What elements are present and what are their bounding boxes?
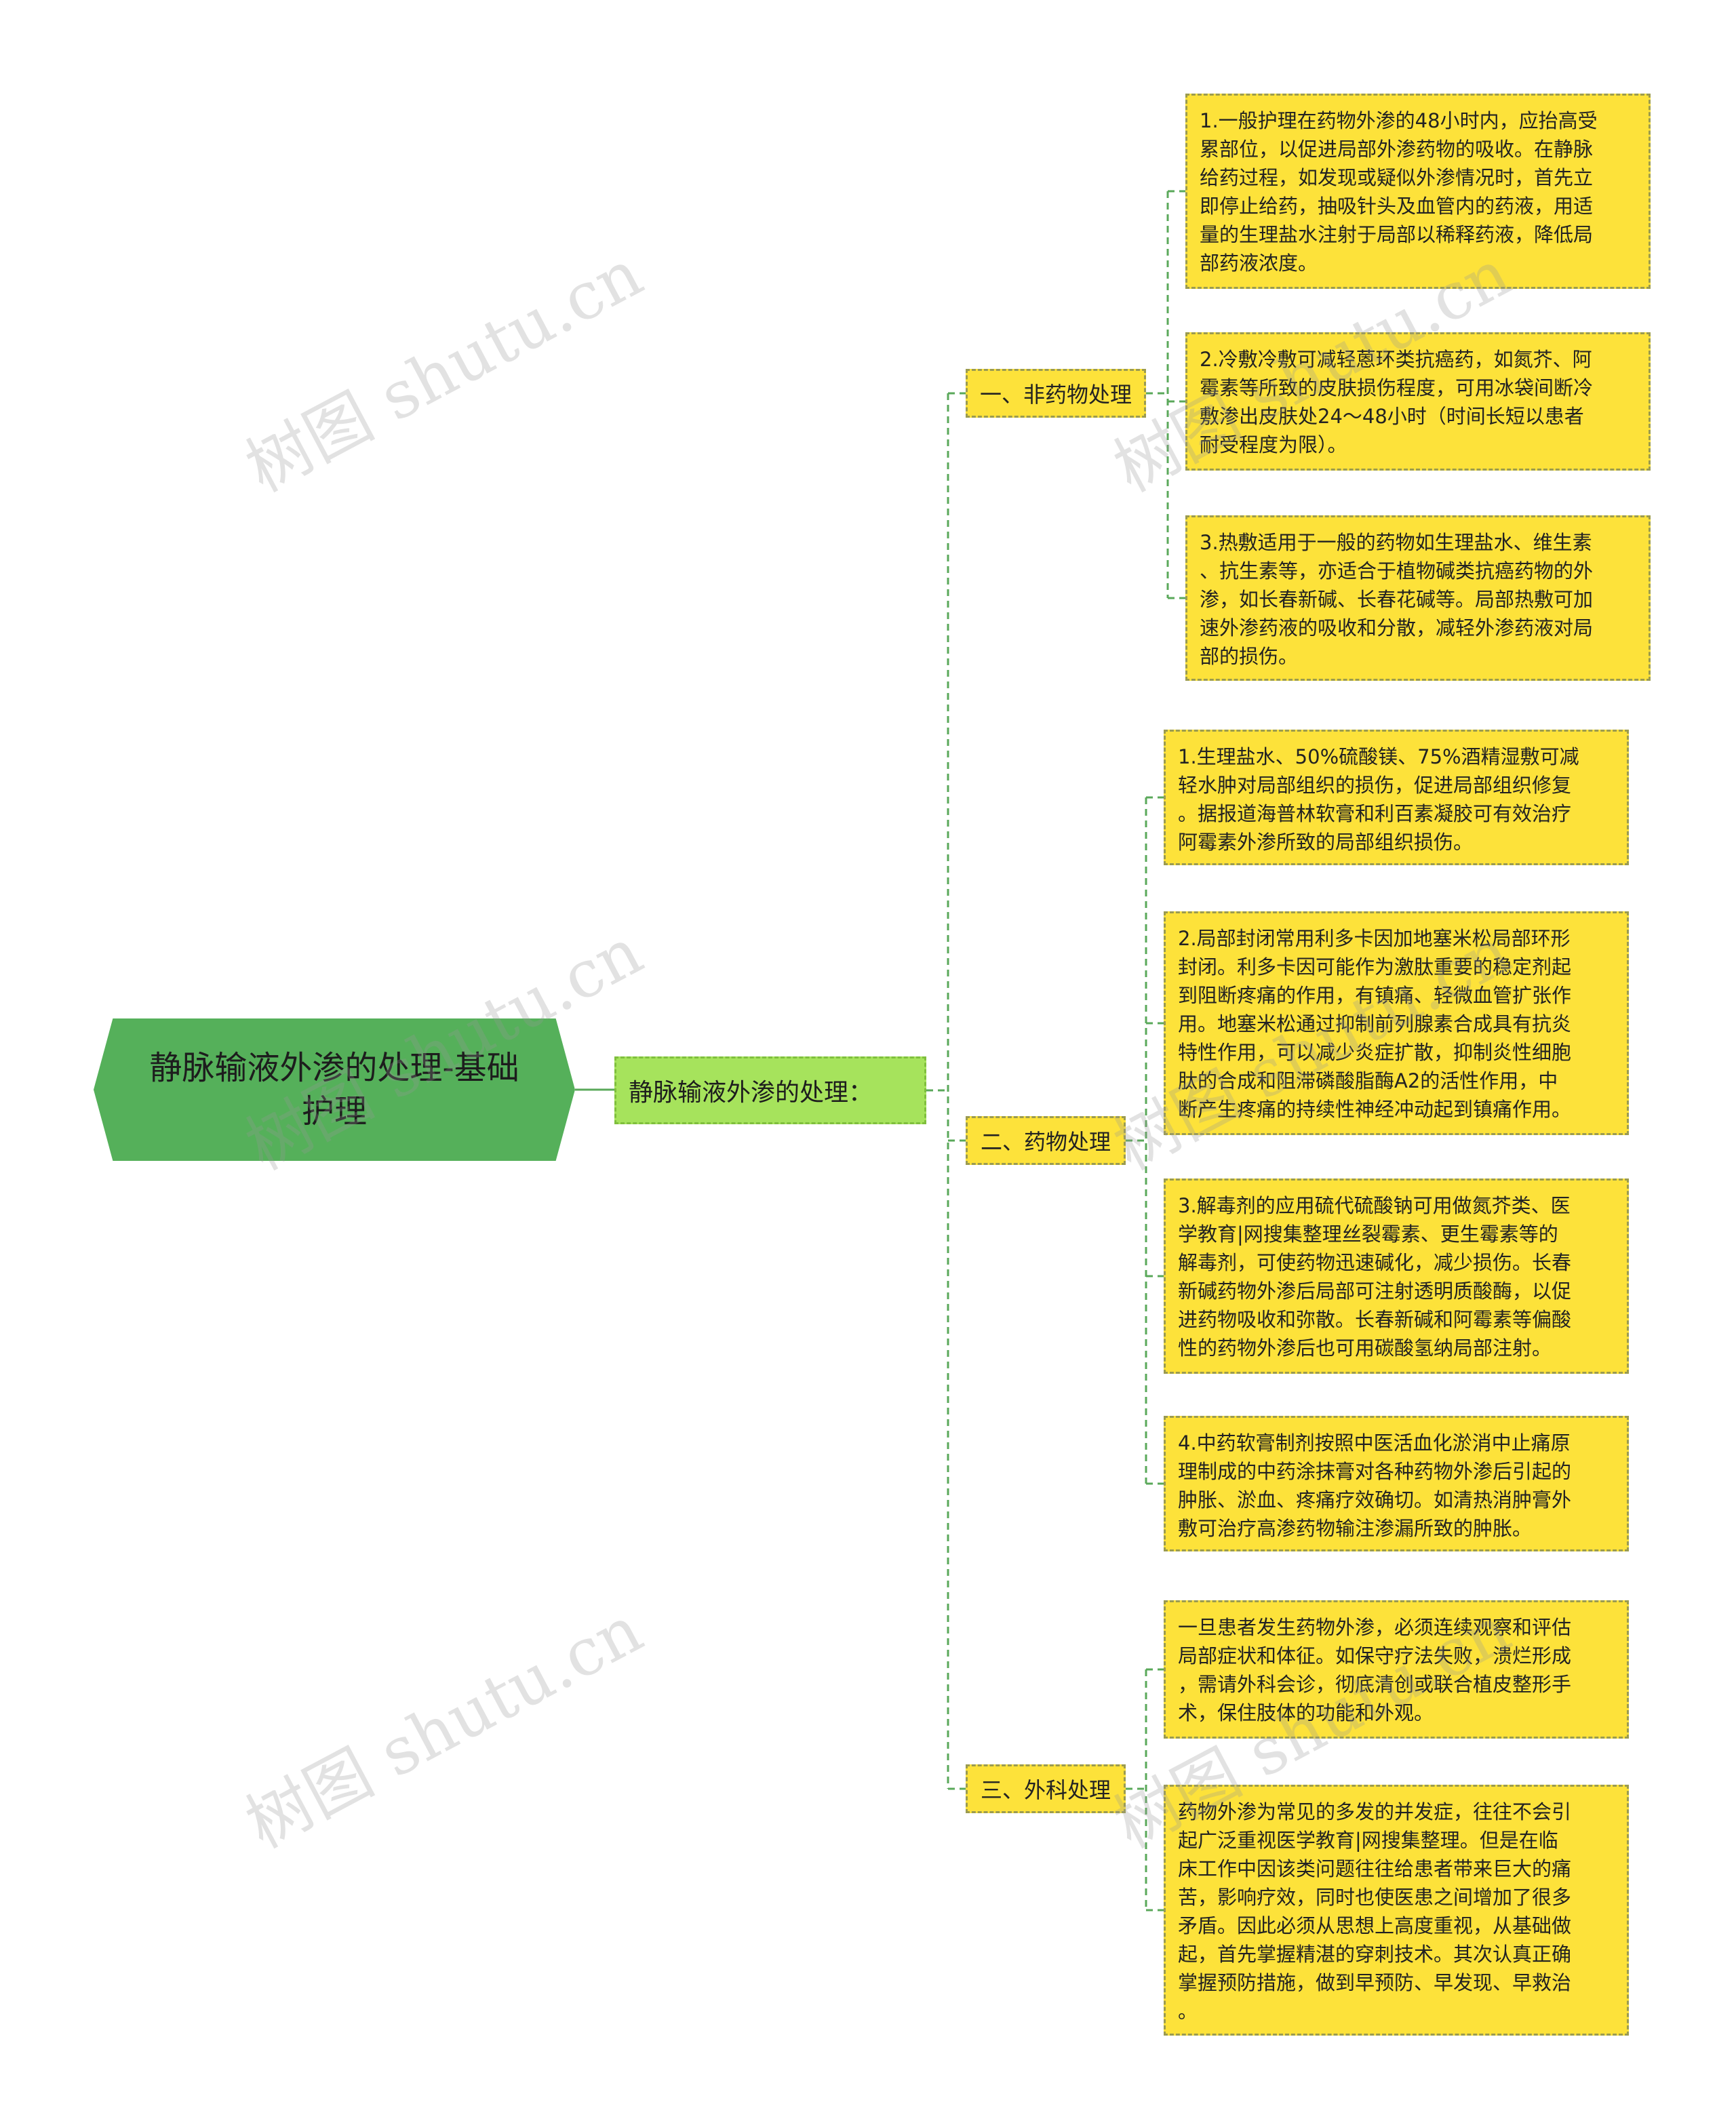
leaf-node[interactable]: 2.局部封闭常用利多卡因加地塞米松局部环形 封闭。利多卡因可能作为激肽重要的稳定… bbox=[1164, 911, 1629, 1135]
root-topic[interactable]: 静脉输液外渗的处理-基础护理 bbox=[94, 1018, 575, 1161]
branch-label: 二、药物处理 bbox=[980, 1129, 1111, 1155]
branch-node-non-drug[interactable]: 一、非药物处理 bbox=[966, 369, 1146, 418]
leaf-node[interactable]: 1.生理盐水、50%硫酸镁、75%酒精湿敷可减 轻水肿对局部组织的损伤，促进局部… bbox=[1164, 730, 1629, 865]
leaf-node[interactable]: 1.一般护理在药物外渗的48小时内，应抬高受 累部位，以促进局部外渗药物的吸收。… bbox=[1185, 94, 1651, 289]
leaf-node[interactable]: 药物外渗为常见的多发的并发症，往往不会引 起广泛重视医学教育|网搜集整理。但是在… bbox=[1164, 1785, 1629, 2036]
leaf-node[interactable]: 一旦患者发生药物外渗，必须连续观察和评估 局部症状和体征。如保守疗法失败，溃烂形… bbox=[1164, 1600, 1629, 1739]
leaf-node[interactable]: 2.冷敷冷敷可减轻蒽环类抗癌药，如氮芥、阿 霉素等所致的皮肤损伤程度，可用冰袋间… bbox=[1185, 332, 1651, 471]
branch-label: 一、非药物处理 bbox=[979, 382, 1132, 408]
root-topic-label: 静脉输液外渗的处理-基础护理 bbox=[149, 1049, 519, 1130]
branch-node-drug[interactable]: 二、药物处理 bbox=[966, 1116, 1126, 1165]
leaf-node[interactable]: 3.热敷适用于一般的药物如生理盐水、维生素 、抗生素等，亦适合于植物碱类抗癌药物… bbox=[1185, 515, 1651, 681]
leaf-node[interactable]: 4.中药软膏制剂按照中医活血化淤消中止痛原 理制成的中药涂抹膏对各种药物外渗后引… bbox=[1164, 1416, 1629, 1551]
subtopic-node[interactable]: 静脉输液外渗的处理： bbox=[614, 1056, 926, 1124]
branch-label: 三、外科处理 bbox=[980, 1777, 1111, 1803]
branch-node-surgical[interactable]: 三、外科处理 bbox=[966, 1764, 1126, 1813]
subtopic-label: 静脉输液外渗的处理： bbox=[629, 1079, 873, 1107]
leaf-node[interactable]: 3.解毒剂的应用硫代硫酸钠可用做氮芥类、医 学教育|网搜集整理丝裂霉素、更生霉素… bbox=[1164, 1179, 1629, 1374]
